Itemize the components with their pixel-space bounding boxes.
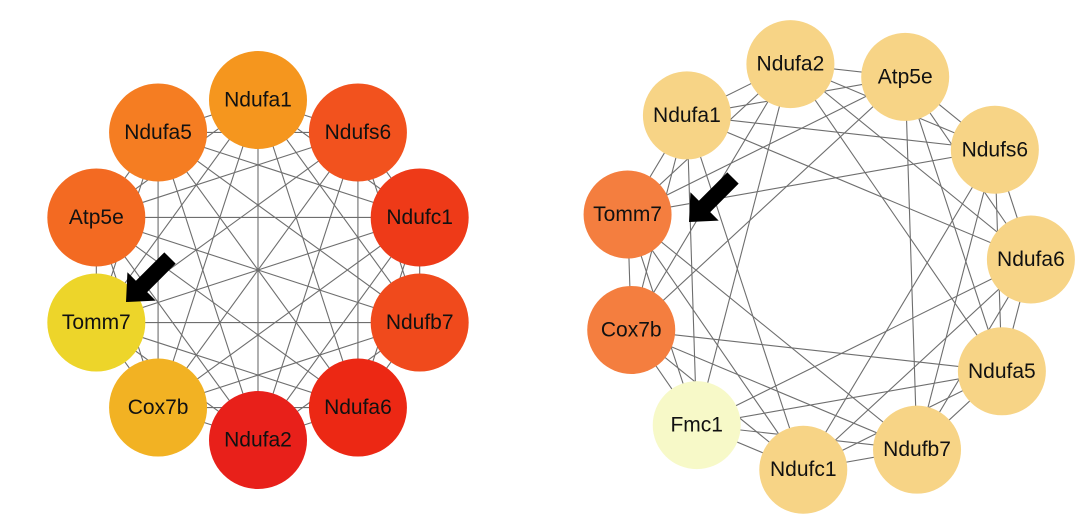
node-cox7b: Cox7b — [587, 285, 676, 374]
edge — [916, 149, 996, 450]
node-atp5e: Atp5e — [861, 32, 950, 121]
node-fmc1: Fmc1 — [652, 381, 741, 470]
node-circle — [957, 327, 1046, 416]
edge — [686, 114, 1032, 261]
edge — [686, 114, 995, 151]
edge — [789, 63, 1003, 372]
node-ndufa1: Ndufa1 — [642, 71, 731, 160]
edge — [627, 76, 906, 216]
node-label: Ndufa1 — [653, 104, 721, 127]
node-label: Ndufc1 — [770, 458, 837, 481]
node-label: Atp5e — [878, 65, 933, 88]
node-circle — [308, 358, 407, 457]
node-label: Ndufa6 — [324, 396, 392, 419]
edge — [686, 115, 698, 426]
node-label: Ndufa5 — [968, 360, 1036, 383]
network-right: Ndufa2Atp5eNdufs6Ndufa6Ndufa5Ndufb7Ndufc… — [583, 20, 1075, 514]
node-ndufa5: Ndufa5 — [109, 83, 208, 182]
node-tomm7: Tomm7 — [47, 273, 146, 372]
node-ndufa2: Ndufa2 — [209, 391, 307, 489]
node-circle — [370, 168, 469, 267]
edge — [95, 217, 359, 408]
edge — [904, 76, 1003, 372]
edge — [696, 259, 1032, 426]
node-circle — [583, 170, 672, 259]
node-circle — [308, 83, 407, 182]
node-circle — [652, 381, 741, 470]
node-ndufc1: Ndufc1 — [759, 425, 848, 514]
node-ndufs6: Ndufs6 — [308, 83, 407, 182]
edge — [627, 149, 995, 216]
node-tomm7: Tomm7 — [583, 170, 672, 259]
highlight-arrow-icon — [689, 172, 739, 222]
node-circle — [109, 358, 208, 457]
node-circle — [950, 105, 1039, 194]
node-label: Tomm7 — [593, 203, 662, 226]
node-cox7b: Cox7b — [109, 358, 208, 457]
edge — [157, 132, 421, 323]
node-circle — [370, 273, 469, 372]
node-label: Ndufa2 — [757, 53, 825, 76]
node-label: Atp5e — [69, 206, 124, 229]
node-label: Ndufs6 — [325, 121, 392, 144]
node-label: Ndufa5 — [124, 121, 192, 144]
node-ndufa6: Ndufa6 — [986, 215, 1075, 304]
node-atp5e: Atp5e — [47, 168, 146, 267]
node-ndufb7: Ndufb7 — [370, 273, 469, 372]
edge — [157, 132, 259, 441]
node-ndufs6: Ndufs6 — [950, 105, 1039, 194]
node-label: Ndufa1 — [224, 89, 292, 112]
edge — [631, 329, 1002, 372]
node-label: Ndufb7 — [883, 438, 951, 461]
node-label: Ndufc1 — [386, 206, 453, 229]
node-ndufc1: Ndufc1 — [370, 168, 469, 267]
node-label: Ndufs6 — [962, 138, 1029, 161]
node-circle — [587, 285, 676, 374]
node-label: Fmc1 — [670, 414, 723, 437]
node-label: Ndufa2 — [224, 429, 292, 452]
node-ndufa1: Ndufa1 — [209, 51, 307, 149]
edge — [696, 63, 791, 426]
edge — [686, 115, 804, 470]
node-circle — [746, 20, 835, 109]
edge — [630, 76, 906, 331]
node-circle — [109, 83, 208, 182]
edge — [631, 329, 918, 451]
edge — [802, 149, 996, 471]
node-label: Tomm7 — [62, 311, 131, 334]
node-circle — [209, 51, 307, 149]
node-circle — [642, 71, 731, 160]
edge — [904, 76, 918, 450]
node-circle — [47, 273, 146, 372]
node-label: Ndufb7 — [386, 311, 454, 334]
node-circle — [986, 215, 1075, 304]
node-circle — [861, 32, 950, 121]
node-ndufa5: Ndufa5 — [957, 327, 1046, 416]
node-circle — [209, 391, 307, 489]
edge — [802, 259, 1032, 471]
nodes: Ndufa2Atp5eNdufs6Ndufa6Ndufa5Ndufb7Ndufc… — [583, 20, 1075, 514]
edge — [627, 214, 804, 471]
edge — [696, 370, 1002, 426]
node-label: Ndufa6 — [997, 248, 1065, 271]
node-ndufa2: Ndufa2 — [746, 20, 835, 109]
node-label: Cox7b — [601, 318, 662, 341]
edge — [157, 132, 359, 408]
node-circle — [873, 405, 962, 494]
node-ndufb7: Ndufb7 — [873, 405, 962, 494]
highlight-arrow-icon — [126, 252, 176, 302]
node-ndufa6: Ndufa6 — [308, 358, 407, 457]
node-circle — [47, 168, 146, 267]
node-label: Cox7b — [128, 396, 189, 419]
node-circle — [759, 425, 848, 514]
edge — [627, 214, 918, 451]
edge — [790, 63, 1032, 260]
